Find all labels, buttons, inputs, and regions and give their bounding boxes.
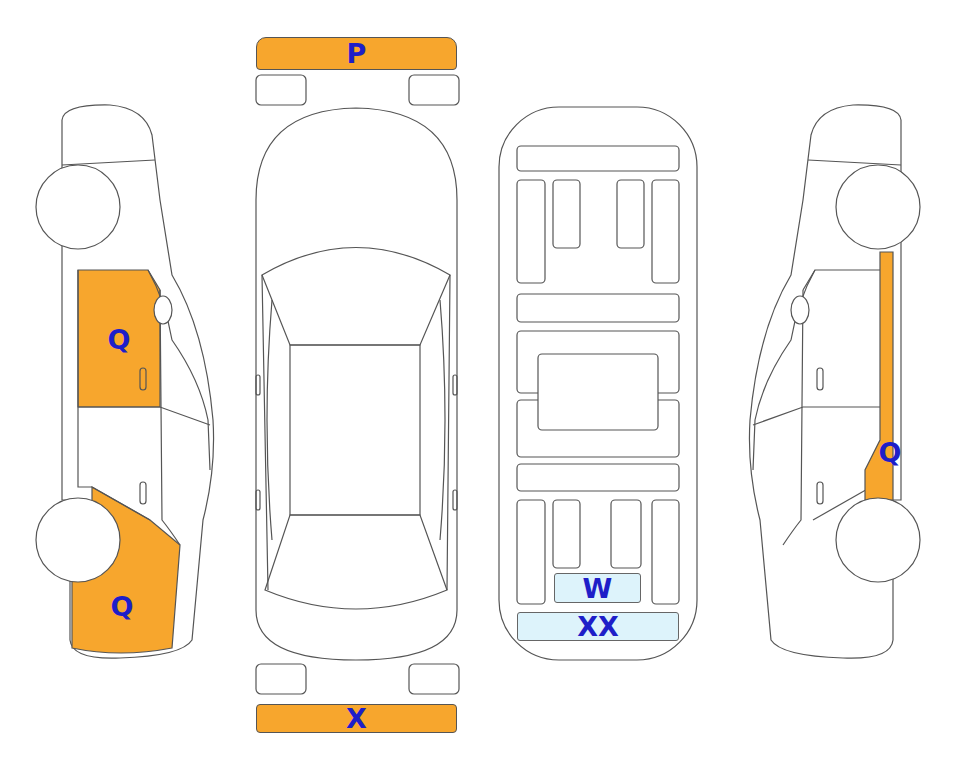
front-door-area: Q (78, 272, 160, 407)
rear-quarter-area: Q (74, 585, 170, 627)
front-bumper-panel: P (256, 37, 457, 70)
area-code: XX (577, 613, 619, 640)
area-code: Q (111, 593, 134, 620)
underbody-part-box: W (554, 573, 641, 603)
underside-view (499, 107, 697, 660)
top-view (256, 75, 459, 694)
rocker-panel-area: Q (870, 434, 910, 470)
underbody-part-box: XX (517, 612, 679, 641)
area-code: W (583, 575, 613, 602)
area-code: Q (108, 326, 131, 353)
area-code: X (346, 705, 367, 732)
left-side-view (36, 105, 214, 658)
wheel (836, 498, 920, 582)
rear-bumper-panel: X (256, 704, 457, 733)
wheel (836, 165, 920, 249)
area-code: Q (879, 439, 902, 466)
area-code: P (347, 40, 367, 67)
